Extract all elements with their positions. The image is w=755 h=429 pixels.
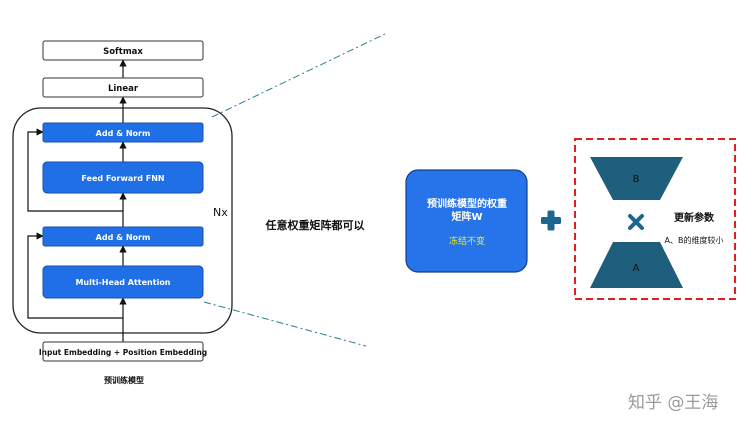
softmax-block — [42, 40, 204, 61]
watermark: 知乎 @王海 — [628, 393, 718, 413]
softmax-label: Softmax — [103, 47, 143, 57]
multi-head-attention-block — [42, 265, 204, 299]
pretrained-model-caption: 预训练模型 — [104, 375, 144, 385]
feed-forward-label: Feed Forward FNN — [81, 174, 164, 183]
matrix-b-label: B — [633, 174, 640, 185]
multi-head-attention-label: Multi-Head Attention — [75, 278, 170, 287]
update-params-label: 更新参数 — [674, 211, 715, 224]
input-embedding-label: Input Embedding + Position Embedding — [39, 348, 207, 357]
plus-icon — [541, 210, 561, 231]
dimension-note: A、B的维度较小 — [665, 235, 724, 245]
pretrained-matrix-title-line2: 矩阵W — [451, 210, 482, 223]
multiply-icon — [628, 214, 644, 230]
linear-label: Linear — [108, 84, 139, 94]
nx-label: Nx — [213, 206, 228, 219]
matrix-a-label: A — [633, 263, 640, 274]
pretrained-matrix-title-line1: 预训练模型的权重 — [427, 197, 507, 210]
any-weight-matrix-note: 任意权重矩阵都可以 — [265, 218, 365, 232]
projection-line-bottom — [203, 301, 367, 347]
matrix-a-trapezoid — [590, 242, 683, 288]
residual-connection-top — [27, 128, 123, 212]
matrix-b-trapezoid — [590, 157, 683, 200]
linear-block — [42, 77, 204, 98]
feed-forward-block — [42, 161, 204, 194]
add-norm-top-label: Add & Norm — [96, 129, 151, 138]
input-embedding-block — [42, 341, 204, 362]
residual-connection-bottom — [27, 232, 123, 319]
add-norm-bottom-block — [42, 226, 204, 247]
add-norm-top-block — [42, 122, 204, 143]
add-norm-bottom-label: Add & Norm — [96, 233, 151, 242]
frozen-label: 冻结不变 — [449, 235, 485, 247]
projection-line-top — [211, 32, 388, 118]
lora-update-container — [574, 138, 736, 300]
pretrained-weight-matrix-block — [405, 169, 528, 273]
